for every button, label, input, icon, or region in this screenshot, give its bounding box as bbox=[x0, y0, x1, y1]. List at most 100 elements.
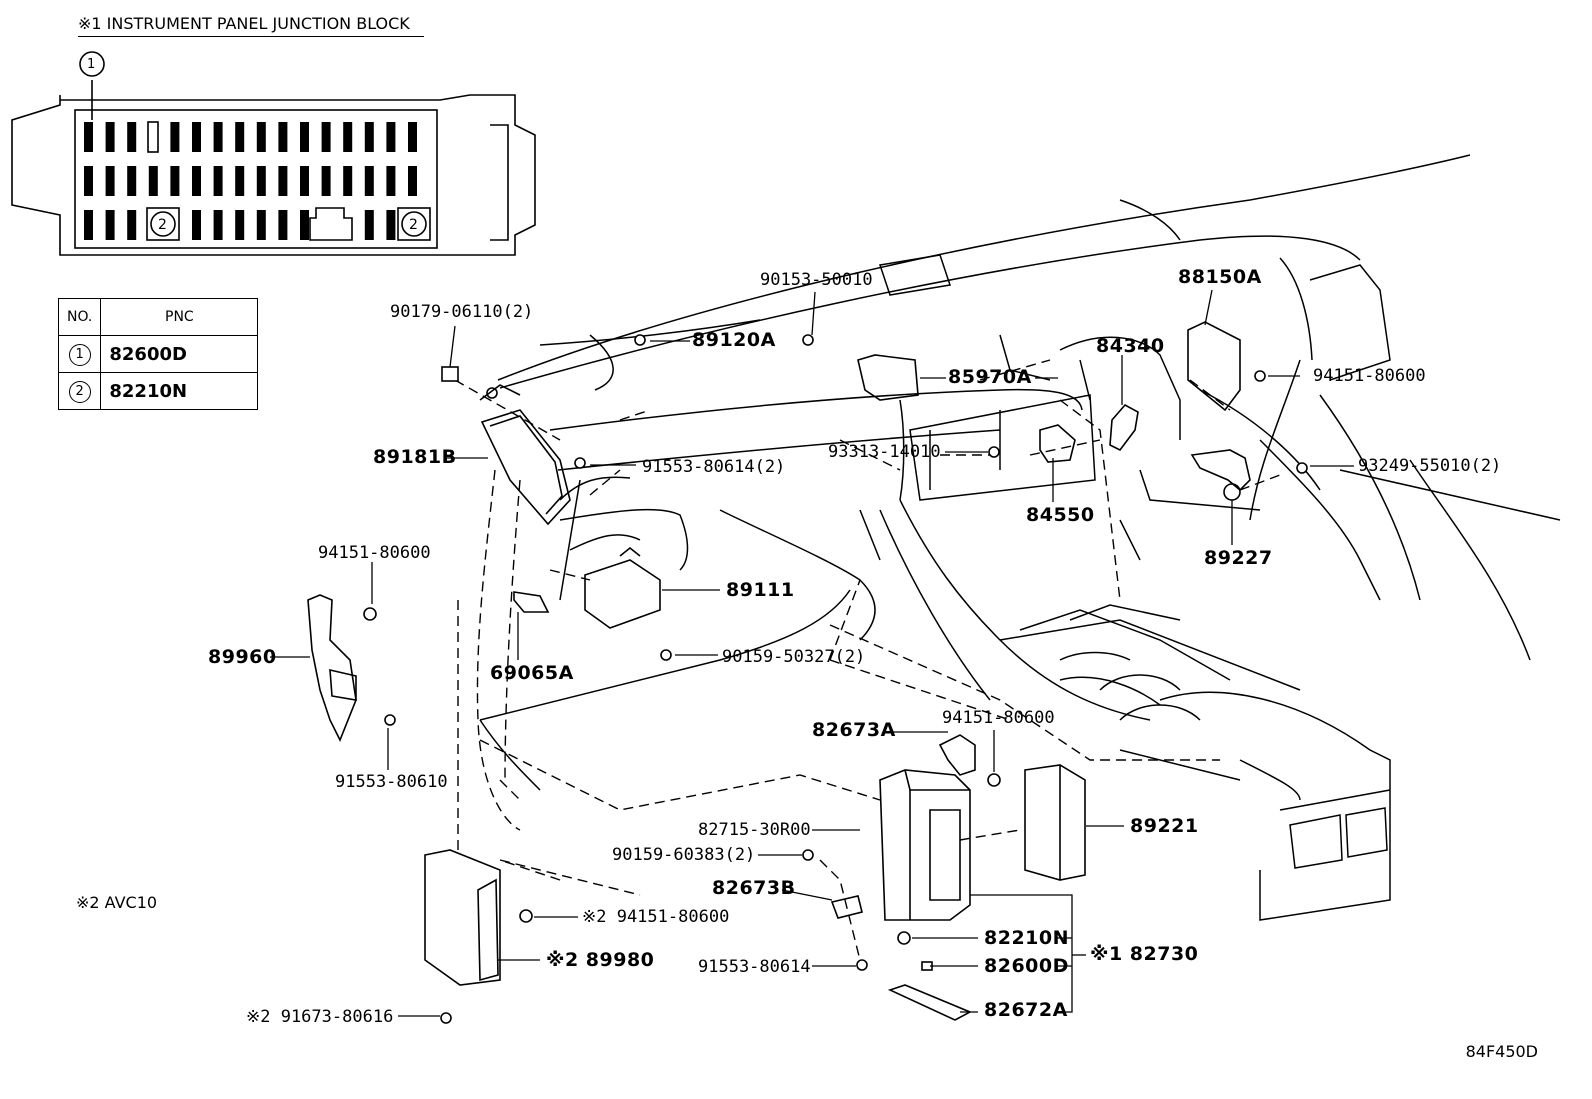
callout-94151-mid[interactable]: 94151-80600 bbox=[942, 708, 1055, 728]
callout-94151-left[interactable]: 94151-80600 bbox=[318, 543, 431, 563]
fuse-slot bbox=[192, 166, 201, 196]
fuse-slot bbox=[192, 122, 201, 152]
callout-89221[interactable]: 89221 bbox=[1130, 815, 1199, 837]
fuse-slot bbox=[127, 210, 137, 240]
callout-91673[interactable]: ※2 91673-80616 bbox=[246, 1007, 394, 1027]
callout-69065A[interactable]: 69065A bbox=[490, 662, 574, 684]
part-89980 bbox=[424, 849, 501, 986]
part-82672A bbox=[887, 984, 972, 1021]
row-pnc[interactable]: 82210N bbox=[100, 372, 259, 410]
callout-89960[interactable]: 89960 bbox=[208, 646, 277, 668]
fuse-slot bbox=[300, 122, 309, 152]
fuse-slot bbox=[364, 210, 374, 240]
fuse-slot bbox=[192, 210, 201, 240]
fuse-slot bbox=[300, 166, 309, 196]
callout-89181B[interactable]: 89181B bbox=[373, 446, 457, 468]
fuse-slot bbox=[386, 210, 396, 240]
fuse-slot bbox=[364, 166, 374, 196]
callout-89120A[interactable]: 89120A bbox=[692, 329, 776, 351]
fuse-slot bbox=[105, 122, 115, 152]
callout-84550[interactable]: 84550 bbox=[1026, 504, 1095, 526]
part-84340 bbox=[1109, 403, 1139, 452]
fuse-slot bbox=[386, 166, 396, 196]
part-89181B bbox=[479, 384, 571, 526]
fuse-slot bbox=[343, 166, 353, 196]
fuse-slot bbox=[127, 166, 137, 196]
callout-90159-60383[interactable]: 90159-60383(2) bbox=[612, 845, 756, 865]
part-89221 bbox=[1024, 764, 1086, 881]
fuse-slot bbox=[105, 166, 115, 196]
fuse-slot bbox=[408, 122, 417, 152]
callout-94151-bot[interactable]: ※2 94151-80600 bbox=[582, 907, 730, 927]
row-pnc[interactable]: 82600D bbox=[100, 335, 259, 373]
callout-94151-top[interactable]: 94151-80600 bbox=[1313, 366, 1426, 386]
fuse-slot bbox=[84, 166, 93, 196]
fuse-slot bbox=[278, 210, 288, 240]
col-no-header: NO. bbox=[57, 298, 102, 336]
fuse-slot bbox=[278, 166, 288, 196]
callout-93249[interactable]: 93249-55010(2) bbox=[1358, 456, 1502, 476]
row-no: 2 bbox=[68, 380, 91, 403]
fuse-slot bbox=[84, 122, 93, 152]
fuse-slot bbox=[321, 166, 331, 196]
callout-88150A[interactable]: 88150A bbox=[1178, 266, 1262, 288]
avc-note: ※2 AVC10 bbox=[76, 893, 158, 912]
part-89111 bbox=[584, 546, 661, 629]
callout-82600D[interactable]: 82600D bbox=[984, 955, 1069, 977]
part-82673A bbox=[938, 734, 976, 776]
callout-85970A[interactable]: 85970A bbox=[948, 366, 1032, 388]
fuse-slot bbox=[256, 210, 266, 240]
junction-block-title: ※1 INSTRUMENT PANEL JUNCTION BLOCK bbox=[78, 14, 424, 37]
table-row: 1 82600D bbox=[57, 335, 259, 373]
part-82673B bbox=[830, 895, 863, 919]
callout-89980[interactable]: ※2 89980 bbox=[546, 949, 655, 971]
fuse-slot bbox=[321, 122, 331, 152]
fuse-slot bbox=[148, 166, 158, 196]
fuse-slot bbox=[105, 210, 115, 240]
callout-84340[interactable]: 84340 bbox=[1096, 335, 1165, 357]
part-84550 bbox=[1039, 424, 1076, 463]
table-row: 2 82210N bbox=[57, 372, 259, 410]
part-82730-block bbox=[879, 769, 971, 921]
callout-90179[interactable]: 90179-06110(2) bbox=[390, 302, 534, 322]
callout-91553-2[interactable]: 91553-80614(2) bbox=[642, 457, 786, 477]
callout-82672A[interactable]: 82672A bbox=[984, 999, 1068, 1021]
callout-90153[interactable]: 90153-50010 bbox=[760, 270, 873, 290]
callout-82715[interactable]: 82715-30R00 bbox=[698, 820, 811, 840]
callout-82210N[interactable]: 82210N bbox=[984, 927, 1070, 949]
row-no: 1 bbox=[68, 343, 91, 366]
callout-91553-80610[interactable]: 91553-80610 bbox=[335, 772, 448, 792]
col-pnc-header: PNC bbox=[100, 298, 259, 336]
callout-82673A[interactable]: 82673A bbox=[812, 719, 896, 741]
fuse-slot bbox=[235, 122, 245, 152]
fuse-slot bbox=[84, 210, 93, 240]
marker-1-label: 1 bbox=[87, 57, 96, 72]
fuse-slot bbox=[213, 166, 223, 196]
callout-93313[interactable]: 93313-14010 bbox=[828, 442, 941, 462]
callout-82730[interactable]: ※1 82730 bbox=[1090, 943, 1199, 965]
marker-2b-label: 2 bbox=[409, 217, 418, 233]
part-89227 bbox=[1190, 449, 1251, 501]
diagram-code: 84F450D bbox=[1465, 1042, 1538, 1061]
part-85970A bbox=[857, 354, 919, 401]
fuse-markers bbox=[146, 121, 431, 241]
fuse-slot bbox=[213, 210, 223, 240]
pnc-table: NO. PNC 1 82600D 2 82210N bbox=[57, 298, 259, 410]
fuse-slot bbox=[127, 122, 137, 152]
fuse-slot bbox=[235, 210, 245, 240]
fuse-slot bbox=[278, 122, 288, 152]
callout-89111[interactable]: 89111 bbox=[726, 579, 795, 601]
callout-82673B[interactable]: 82673B bbox=[712, 877, 796, 899]
fuse-slot bbox=[386, 122, 396, 152]
callout-89227[interactable]: 89227 bbox=[1204, 547, 1273, 569]
dashboard-outline bbox=[479, 154, 1561, 921]
fuse-slot bbox=[300, 210, 309, 240]
part-89960 bbox=[307, 594, 357, 742]
fuse-grid bbox=[84, 122, 417, 240]
fuse-slot bbox=[343, 122, 353, 152]
marker-2a-label: 2 bbox=[158, 217, 167, 233]
callout-91553-80614[interactable]: 91553-80614 bbox=[698, 957, 811, 977]
leader-lines bbox=[270, 289, 1354, 1017]
callout-90159-50327[interactable]: 90159-50327(2) bbox=[722, 647, 866, 667]
